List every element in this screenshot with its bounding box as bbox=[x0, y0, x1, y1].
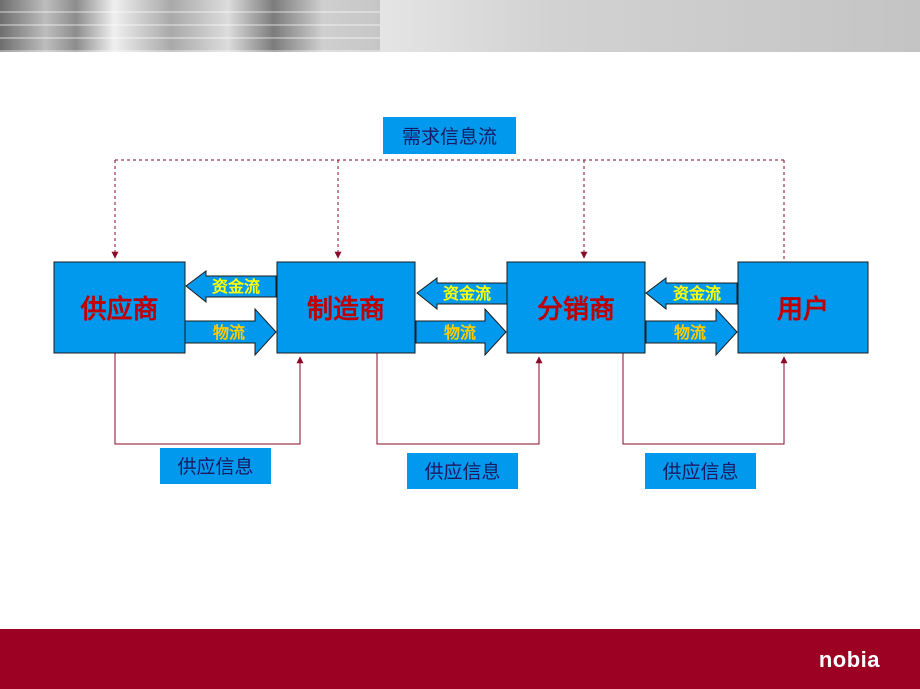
supply-info-label-box-2: 供应信息 bbox=[407, 453, 518, 489]
node-distributor: 分销商 bbox=[506, 261, 646, 354]
supply-info-path-3 bbox=[622, 353, 788, 445]
supply-info-label: 供应信息 bbox=[424, 461, 500, 483]
node-supplier: 供应商 bbox=[53, 261, 186, 354]
money-flow-arrow-1: 资金流 bbox=[185, 270, 277, 304]
goods-flow-arrow-3: 物流 bbox=[645, 307, 738, 357]
header-banner bbox=[0, 0, 920, 52]
brand-logo: nobia bbox=[818, 647, 880, 672]
goods-flow-label: 物流 bbox=[444, 323, 476, 342]
money-flow-label: 资金流 bbox=[212, 277, 260, 296]
node-manufacturer-label: 制造商 bbox=[307, 294, 385, 325]
goods-flow-arrow-1: 物流 bbox=[184, 307, 277, 357]
node-user: 用户 bbox=[737, 261, 869, 354]
node-distributor-label: 分销商 bbox=[537, 294, 615, 325]
supply-info-path-1 bbox=[114, 353, 304, 445]
demand-info-connectors bbox=[111, 159, 785, 262]
goods-flow-arrow-2: 物流 bbox=[415, 307, 507, 357]
supply-info-path-2 bbox=[376, 353, 543, 445]
node-supplier-label: 供应商 bbox=[79, 294, 158, 325]
supply-info-label-box-3: 供应信息 bbox=[645, 453, 756, 489]
goods-flow-label: 物流 bbox=[674, 323, 706, 342]
money-flow-label: 资金流 bbox=[673, 284, 721, 303]
money-flow-arrow-3: 资金流 bbox=[645, 277, 738, 311]
supply-info-connectors bbox=[114, 353, 788, 445]
node-user-label: 用户 bbox=[777, 294, 829, 325]
money-flow-label: 资金流 bbox=[443, 284, 491, 303]
supply-info-label: 供应信息 bbox=[662, 461, 738, 483]
node-manufacturer: 制造商 bbox=[276, 261, 416, 354]
money-flow-arrow-2: 资金流 bbox=[416, 277, 508, 311]
demand-info-label: 需求信息流 bbox=[402, 126, 497, 148]
footer-bar: nobia bbox=[0, 629, 920, 689]
kitchen-photo bbox=[0, 0, 380, 52]
goods-flow-label: 物流 bbox=[213, 323, 245, 342]
demand-info-label-box: 需求信息流 bbox=[383, 117, 516, 154]
supply-info-label: 供应信息 bbox=[177, 456, 253, 478]
supply-info-label-box-1: 供应信息 bbox=[160, 448, 271, 484]
